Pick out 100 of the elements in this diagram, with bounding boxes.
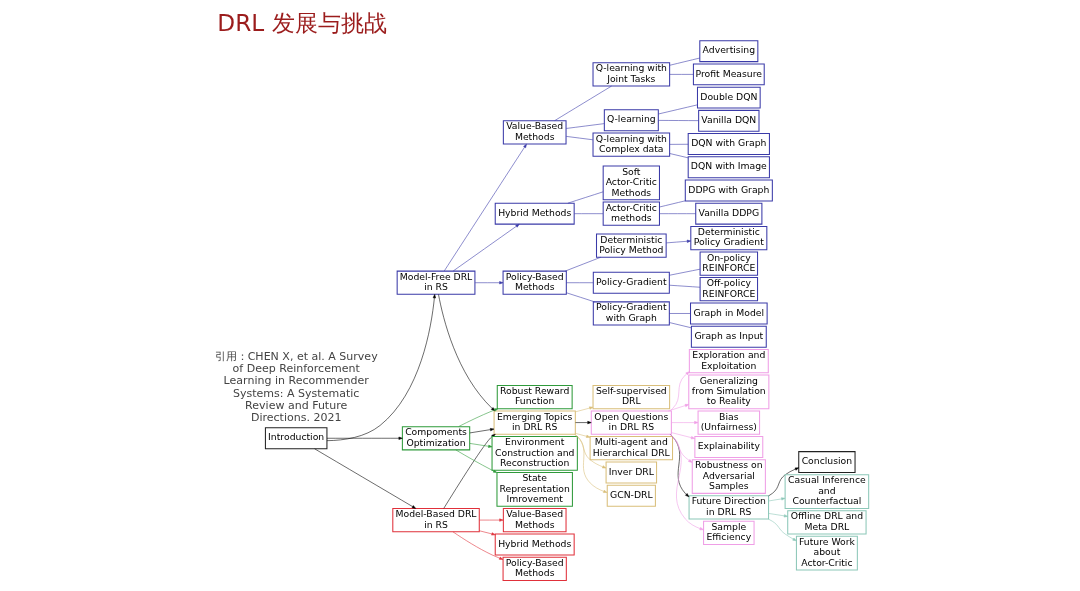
connector bbox=[668, 313, 691, 314]
connector bbox=[668, 144, 688, 145]
node-box: On-policy REINFORCE bbox=[699, 251, 758, 276]
connector bbox=[658, 213, 696, 214]
connector bbox=[668, 74, 694, 75]
node-box: Future Work about Actor-Critic bbox=[795, 535, 858, 571]
node-box: Graph in Model bbox=[689, 302, 768, 325]
node-box: DQN with Image bbox=[687, 156, 770, 179]
node-box: Soft Actor-Critic Methods bbox=[602, 165, 660, 201]
connector bbox=[668, 268, 700, 276]
connector bbox=[567, 191, 603, 204]
node-box: Actor-Critic methods bbox=[602, 201, 660, 226]
connector bbox=[565, 292, 595, 303]
node-box: Casual Inference and Counterfactual bbox=[784, 474, 869, 509]
arrow bbox=[573, 434, 606, 469]
node-box: Exploration and Exploitation bbox=[688, 348, 769, 374]
node-box: Profit Measure bbox=[692, 63, 765, 86]
node-box: Double DQN bbox=[696, 86, 761, 109]
connector bbox=[658, 200, 685, 208]
node-box: Robustness on Adversarial Samples bbox=[691, 459, 766, 494]
arrow bbox=[767, 518, 797, 542]
node-box: Deterministic Policy Gradient bbox=[689, 225, 767, 251]
node-box: Q-learning with Complex data bbox=[592, 132, 670, 157]
node-box: Offline DRL and Meta DRL bbox=[786, 510, 867, 535]
node-box: Off-policy REINFORCE bbox=[699, 277, 758, 302]
arrow bbox=[669, 371, 690, 412]
arrow bbox=[326, 436, 403, 440]
connector bbox=[565, 136, 593, 141]
arrow bbox=[478, 518, 503, 522]
node-box: State Representation Imrovement bbox=[495, 472, 573, 507]
node-box: Conclusion bbox=[797, 451, 856, 473]
node-box: Policy-Based Methods bbox=[502, 270, 567, 295]
node-box: DDPG with Graph bbox=[684, 179, 773, 202]
connector bbox=[668, 284, 700, 288]
node-box: Explainability bbox=[693, 436, 763, 458]
caption: 引用：CHEN X, et al. A Survey of Deep Reinforcement Learning in Recommender Systems: A Systematic Review and Future Directions. 2021 bbox=[214, 350, 378, 424]
connector bbox=[553, 85, 612, 121]
arrow bbox=[665, 239, 691, 244]
connector bbox=[565, 282, 594, 284]
arrow bbox=[455, 449, 497, 473]
arrow bbox=[574, 433, 590, 438]
node-box: Q-learning bbox=[603, 109, 659, 132]
node-box: Self-supervised DRL bbox=[592, 384, 670, 410]
node-box: Value-Based Methods bbox=[502, 120, 567, 145]
arrow bbox=[668, 433, 692, 463]
node-box: Multi-agent and Hierarchical DRL bbox=[589, 436, 673, 461]
arrow bbox=[768, 513, 788, 518]
arrow bbox=[574, 406, 593, 413]
node-box: Policy-Gradient bbox=[592, 271, 670, 294]
arrow bbox=[474, 281, 503, 285]
arrow bbox=[478, 530, 496, 536]
arrow bbox=[768, 497, 785, 502]
arrow bbox=[326, 294, 436, 441]
connector bbox=[565, 123, 604, 129]
arrow bbox=[313, 448, 416, 509]
arrow bbox=[670, 432, 695, 440]
node-box: Model-Free DRL in RS bbox=[396, 270, 475, 295]
node-box: Hybrid Methods bbox=[494, 202, 575, 225]
arrow bbox=[574, 434, 607, 493]
node-box: Robust Reward Function bbox=[496, 384, 573, 410]
node-box: Inver DRL bbox=[605, 461, 657, 484]
node-box: Graph as Input bbox=[690, 325, 767, 348]
arrow bbox=[457, 408, 498, 427]
node-box: Policy-Based Methods bbox=[502, 556, 567, 581]
arrow bbox=[452, 531, 503, 560]
connector bbox=[668, 153, 688, 159]
node-box: Q-learning with Joint Tasks bbox=[592, 62, 670, 87]
connector bbox=[668, 322, 692, 329]
arrow bbox=[443, 143, 527, 272]
connector bbox=[657, 104, 698, 115]
arrow bbox=[452, 223, 520, 272]
connector bbox=[573, 213, 603, 214]
node-box: DQN with Graph bbox=[687, 133, 770, 155]
node-box: Future Direction in DRL RS bbox=[688, 495, 769, 520]
arrow bbox=[469, 428, 494, 434]
node-box: Policy-Gradient with Graph bbox=[592, 301, 670, 326]
node-box: Open Questions in DRL RS bbox=[590, 410, 672, 435]
node-box: Introduction bbox=[264, 427, 327, 450]
arrow bbox=[574, 421, 591, 425]
arrow bbox=[469, 443, 492, 448]
node-box: Deterministic Policy Method bbox=[595, 233, 667, 258]
node-box: Compoments Optimization bbox=[401, 426, 470, 451]
node-box: Vanilla DQN bbox=[697, 109, 759, 132]
node-box: Generalizing from Simulation to Reality bbox=[687, 374, 769, 410]
arrow bbox=[443, 433, 496, 509]
arrow bbox=[670, 421, 698, 425]
connector bbox=[668, 57, 700, 66]
arrow bbox=[437, 294, 495, 412]
node-box: Hybrid Methods bbox=[494, 533, 575, 556]
connector bbox=[564, 256, 601, 272]
node-box: Value-Based Methods bbox=[502, 507, 567, 533]
diagram-title: DRL 发展与挑战 bbox=[216, 9, 387, 37]
node-box: Sample Efficiency bbox=[702, 520, 755, 545]
node-box: Advertising bbox=[698, 40, 758, 63]
node-box: GCN-DRL bbox=[606, 484, 656, 507]
node-box: Bias (Unfairness) bbox=[697, 410, 760, 435]
arrow bbox=[667, 404, 689, 412]
arrow bbox=[767, 467, 799, 497]
connector bbox=[657, 120, 699, 121]
node-box: Vanilla DDPG bbox=[694, 202, 762, 225]
